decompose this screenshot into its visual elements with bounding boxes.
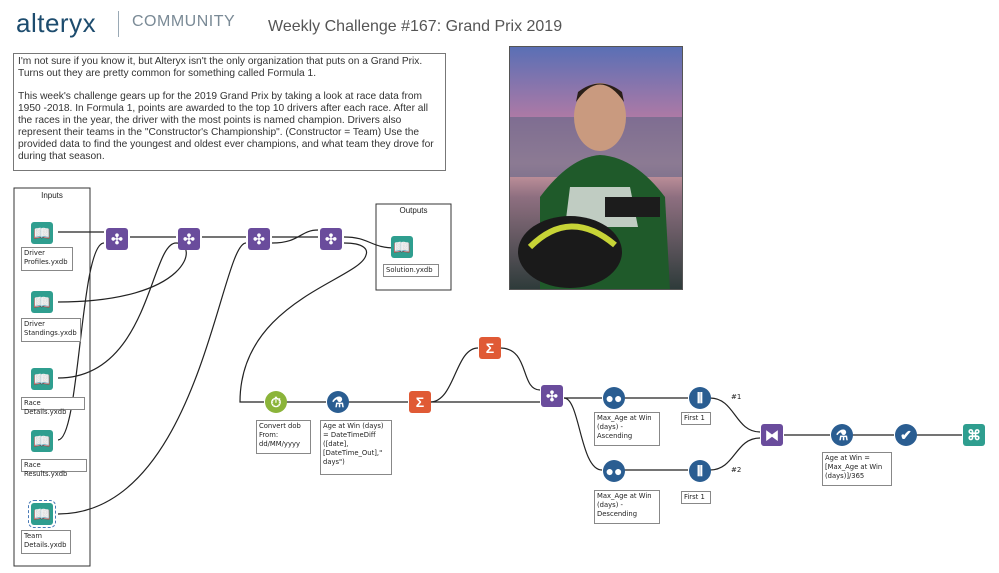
sort-tool-ascending[interactable]: ●● xyxy=(603,387,625,409)
output-solution-tool[interactable]: 📖 xyxy=(391,236,413,258)
checkmark-icon: ✔ xyxy=(900,427,912,443)
binoculars-icon: ⌘ xyxy=(967,427,981,443)
join-tool-5[interactable]: ✣ xyxy=(541,385,563,407)
formula-tool-age-years[interactable]: ⚗ xyxy=(831,424,853,446)
join-tool-2[interactable]: ✣ xyxy=(178,228,200,250)
outputs-container-title: Outputs xyxy=(399,206,428,215)
input-driver-standings-tool[interactable]: 📖 xyxy=(31,291,53,313)
challenge-description: I'm not sure if you know it, but Alteryx… xyxy=(13,53,446,171)
solution-annotation: Solution.yxdb xyxy=(383,264,439,277)
sort-descending-annotation: Max_Age at Win (days) - Descending xyxy=(594,490,660,524)
outputs-container[interactable] xyxy=(375,203,452,291)
driver-photo xyxy=(509,46,683,290)
sample-tool-first-1-a[interactable]: ⫴ xyxy=(689,387,711,409)
book-icon: 📖 xyxy=(33,294,51,310)
clock-icon: ⏱ xyxy=(270,394,282,410)
race-results-annotation: Race Results.yxdb xyxy=(21,459,87,478)
book-icon: 📖 xyxy=(33,371,51,387)
summarize-tool-2[interactable]: Σ xyxy=(479,337,501,359)
select-tool[interactable]: ✔ xyxy=(895,424,917,446)
book-icon: 📖 xyxy=(33,433,51,449)
join-icon: ✣ xyxy=(183,231,195,247)
browse-tool[interactable]: ⌘ xyxy=(963,424,985,446)
input-race-results-tool[interactable]: 📖 xyxy=(31,430,53,452)
convert-dob-annotation: Convert dob From: dd/MM/yyyy xyxy=(256,420,311,454)
description-paragraph-2: This week's challenge gears up for the 2… xyxy=(18,91,434,162)
join-icon: ✣ xyxy=(111,231,123,247)
sigma-icon: Σ xyxy=(415,394,425,410)
join-tool-1[interactable]: ✣ xyxy=(106,228,128,250)
sort-icon: ●● xyxy=(605,390,623,406)
sort-tool-descending[interactable]: ●● xyxy=(603,460,625,482)
book-icon: 📖 xyxy=(33,225,51,241)
book-icon: 📖 xyxy=(33,506,51,522)
race-details-annotation: Race Details.yxdb xyxy=(21,397,85,416)
union-input-2-label: #2 xyxy=(731,466,742,474)
flask-icon: ⚗ xyxy=(835,427,849,443)
inputs-container[interactable] xyxy=(13,187,91,567)
community-label: COMMUNITY xyxy=(132,13,236,30)
dna-icon: ⧓ xyxy=(765,427,779,443)
book-icon: 📖 xyxy=(393,239,411,255)
driver-standings-annotation: Driver Standings.yxdb xyxy=(21,318,81,342)
union-tool[interactable]: ⧓ xyxy=(761,424,783,446)
description-paragraph-1: I'm not sure if you know it, but Alteryx… xyxy=(18,56,423,79)
alteryx-logo: alteryx xyxy=(16,8,97,38)
flask-icon: ⚗ xyxy=(331,394,345,410)
age-days-formula-annotation: Age at Win (days) = DateTimeDiff ([date]… xyxy=(320,420,392,475)
datetime-tool[interactable]: ⏱ xyxy=(265,391,287,413)
inputs-container-title: Inputs xyxy=(41,191,63,200)
join-icon: ✣ xyxy=(546,388,558,404)
union-input-1-label: #1 xyxy=(731,393,742,401)
logo-divider xyxy=(118,11,119,37)
page-title: Weekly Challenge #167: Grand Prix 2019 xyxy=(268,18,563,35)
sample-icon: ⫴ xyxy=(697,390,703,406)
sample-tool-first-1-b[interactable]: ⫴ xyxy=(689,460,711,482)
sample-icon: ⫴ xyxy=(697,463,703,479)
sort-ascending-annotation: Max_Age at Win (days) - Ascending xyxy=(594,412,660,446)
first-1-annotation-a: First 1 xyxy=(681,412,711,425)
join-tool-3[interactable]: ✣ xyxy=(248,228,270,250)
input-driver-profiles-tool[interactable]: 📖 xyxy=(31,222,53,244)
driver-profiles-annotation: Driver Profiles.yxdb xyxy=(21,247,73,271)
input-race-details-tool[interactable]: 📖 xyxy=(31,368,53,390)
join-icon: ✣ xyxy=(325,231,337,247)
input-team-details-tool[interactable]: 📖 xyxy=(28,500,56,528)
age-years-formula-annotation: Age at Win = [Max_Age at Win (days)]/365 xyxy=(822,452,892,486)
summarize-tool-1[interactable]: Σ xyxy=(409,391,431,413)
formula-tool-age-days[interactable]: ⚗ xyxy=(327,391,349,413)
join-tool-4[interactable]: ✣ xyxy=(320,228,342,250)
first-1-annotation-b: First 1 xyxy=(681,491,711,504)
sort-icon: ●● xyxy=(605,463,623,479)
join-icon: ✣ xyxy=(253,231,265,247)
sigma-icon: Σ xyxy=(485,340,495,356)
team-details-annotation: Team Details.yxdb xyxy=(21,530,71,554)
